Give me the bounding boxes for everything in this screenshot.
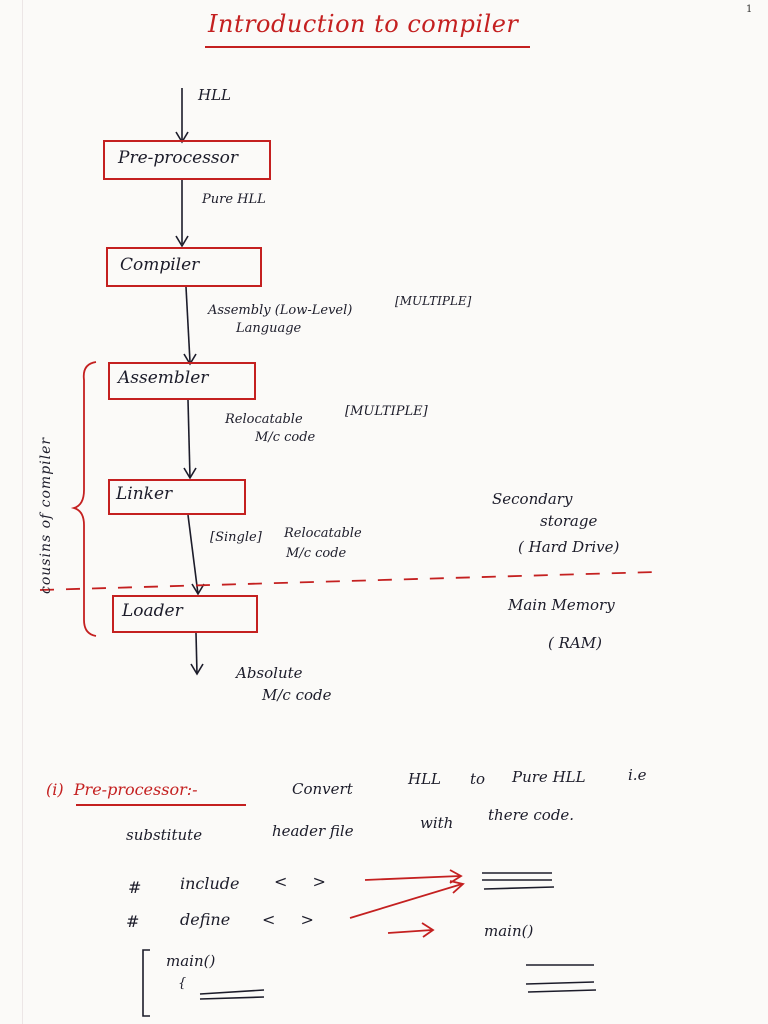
code-hash: #: [126, 912, 140, 931]
secondary-storage-line2: storage: [540, 512, 598, 530]
main-arrow: [387, 929, 433, 934]
compiler-box: [106, 247, 262, 287]
arrowhead: [175, 131, 189, 144]
preprocessor-label: Pre-processor: [118, 148, 239, 168]
section-heading: (i) Pre-processor:-: [46, 780, 198, 799]
arrow-output: [195, 632, 198, 675]
linker-box: [108, 479, 246, 515]
cousins-of-compiler-label: cousins of compiler: [38, 436, 54, 594]
code-define: define: [180, 910, 231, 929]
cousins-brace: [70, 361, 97, 637]
note-word: HLL: [408, 770, 442, 788]
loader-box: [112, 595, 258, 633]
code-hash: #: [128, 878, 142, 897]
note-word: Pure HLL: [512, 768, 586, 786]
note-word: there code.: [488, 806, 575, 824]
include-arrow: [364, 875, 461, 881]
code-brace: {: [178, 976, 187, 991]
code-main-right: main(): [484, 922, 534, 940]
code-include-args: < >: [274, 872, 336, 891]
define-arrow: [349, 883, 463, 919]
margin-line: [22, 0, 23, 1024]
linker-label: Linker: [116, 484, 173, 504]
multiple-tag-2: MULTIPLE: [350, 404, 423, 419]
single-tag: Single: [215, 530, 257, 545]
memory-separator: [39, 571, 656, 591]
assembler-box: [108, 362, 256, 400]
secondary-storage-line1: Secondary: [492, 490, 573, 508]
page-number: 1: [746, 4, 753, 15]
page-title: Introduction to compiler: [208, 10, 519, 38]
edge-assembly-label: Assembly (Low-Level): [208, 303, 353, 318]
note-word: header file: [272, 822, 354, 840]
code-bracket: [142, 949, 150, 1017]
edge-pure-hll: Pure HLL: [202, 192, 266, 207]
code-main-left: main(): [166, 952, 216, 970]
edge-assembly-label2: Language: [236, 321, 302, 336]
note-word: Convert: [292, 780, 353, 798]
input-hll-label: HLL: [198, 86, 232, 104]
section-title: Pre-processor:-: [73, 780, 198, 799]
note-word: with: [420, 814, 454, 832]
compiler-label: Compiler: [120, 255, 200, 275]
edge-absolute-label2: M/c code: [262, 686, 332, 704]
main-memory-line2: ( RAM): [548, 634, 602, 652]
edge-relocatable-label2: M/c code: [255, 430, 316, 445]
loader-label: Loader: [122, 601, 183, 621]
arrow-to-assembler: [185, 286, 191, 363]
note-word: to: [470, 770, 486, 788]
edge-relocatable-label: Relocatable: [225, 412, 303, 427]
edge-single-label2: M/c code: [286, 546, 347, 561]
edge-relocatable-tag: [MULTIPLE]: [345, 404, 428, 419]
preprocessor-box: [103, 140, 271, 180]
code-include: include: [180, 874, 240, 893]
multiple-tag: MULTIPLE: [399, 294, 467, 308]
edge-single-label: Relocatable: [284, 526, 362, 541]
title-underline: [205, 46, 530, 48]
secondary-storage-line3: ( Hard Drive): [518, 538, 620, 556]
section-number: (i): [46, 780, 64, 799]
arrow-to-linker: [187, 399, 191, 479]
assembler-label: Assembler: [118, 368, 209, 388]
arrow-to-loader: [187, 514, 199, 595]
edge-single-tag: [Single]: [210, 530, 262, 545]
main-memory-line1: Main Memory: [508, 596, 615, 614]
code-define-args: < >: [262, 910, 324, 929]
section-underline: [76, 804, 246, 806]
note-word: i.e: [628, 766, 647, 784]
note-word: substitute: [126, 826, 203, 844]
edge-assembly-tag: [MULTIPLE]: [395, 294, 472, 308]
edge-absolute-label: Absolute: [236, 664, 303, 682]
